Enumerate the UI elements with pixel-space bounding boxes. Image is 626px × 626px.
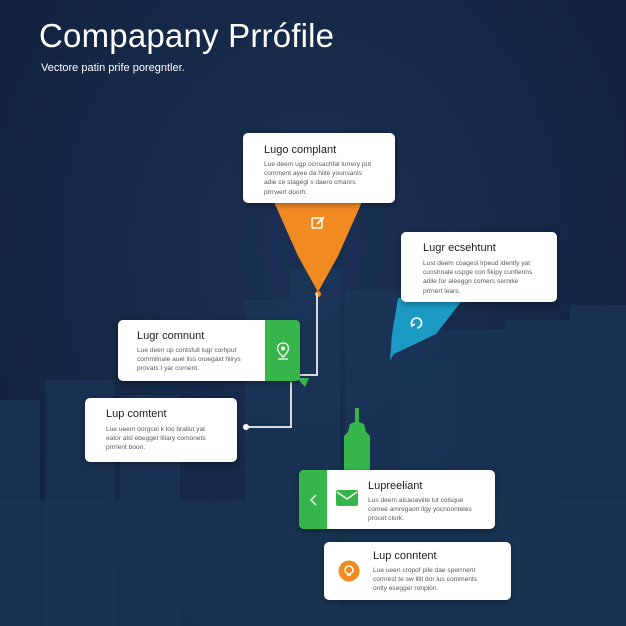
info-card-5: Lupreeliant Lus deem alcaoaviite lut col…: [299, 470, 495, 529]
page-title: Compapany Prrófile: [39, 17, 335, 54]
card-title: Lugo complant: [264, 144, 337, 156]
location-pin-icon: [276, 341, 289, 360]
info-card-2: Lugr ecsehtunt Lust deem coagesl lrpeud …: [401, 232, 557, 302]
connector-line: [299, 374, 318, 376]
card-body: Lue ueen cropof pile dae sperrnent comre…: [373, 567, 478, 593]
card-body: Lus deem alcaoaviite lut colsque comee a…: [368, 497, 472, 523]
lightbulb-icon: [338, 560, 360, 582]
info-card-6: Lup conntent Lue ueen cropof pile dae sp…: [324, 542, 511, 600]
card-title: Lugr comnunt: [137, 330, 205, 342]
card-title: Lup comtent: [106, 408, 167, 420]
card-title: Lup conntent: [373, 550, 437, 562]
info-card-1: Lugo complant Lue deem ugp ocnsachfal lu…: [243, 133, 395, 203]
edit-icon: [311, 216, 325, 229]
page-subtitle: Vectore patin prife poregntler.: [41, 62, 185, 74]
card-body: Lue deem ugp ocnsachfal lurrery put comm…: [264, 161, 372, 196]
green-pointer: [297, 378, 309, 387]
green-tower-shape: [344, 408, 370, 472]
card-accent-tab: [299, 470, 327, 529]
card-title: Lugr ecsehtunt: [423, 242, 496, 254]
refresh-icon: [410, 317, 423, 329]
connector-dot: [243, 424, 249, 430]
info-card-3: Lugr comnunt Lue deen up contsfull lugr …: [118, 320, 300, 381]
card-body: Lust deem coagesl lrpeud idently yat cuo…: [423, 260, 533, 295]
info-card-4: Lup comtent Lue ueem oorgcel k loo brall…: [85, 398, 237, 462]
card-body: Lue ueem oorgcel k loo brallut yat eator…: [106, 426, 206, 452]
mail-icon: [336, 490, 358, 506]
connector-line: [316, 293, 318, 375]
connector-line: [246, 426, 292, 428]
connector-line: [290, 382, 292, 427]
card-accent-tab: [265, 320, 300, 381]
teal-pin-shape: [390, 298, 464, 360]
card-body: Lue deen up contsfull lugr corhput commi…: [137, 347, 241, 373]
card-title: Lupreeliant: [368, 480, 423, 492]
chevron-left-icon: [310, 494, 317, 505]
